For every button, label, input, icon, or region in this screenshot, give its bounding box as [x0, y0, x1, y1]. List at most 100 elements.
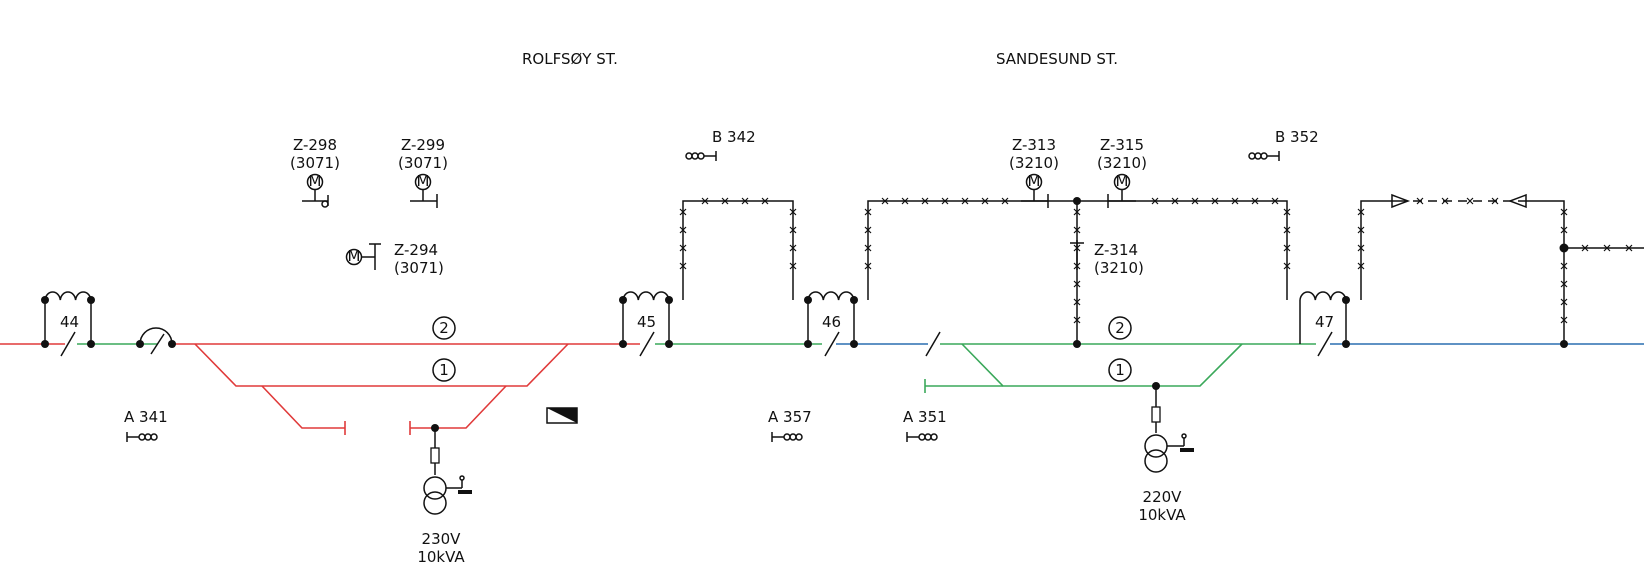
conductor-marker [761, 197, 769, 205]
rolfsoy-track-1 [194, 343, 569, 387]
track-number-label: 2 [1115, 319, 1125, 337]
conductor-marker [679, 208, 687, 216]
switch-code: (3210) [1097, 154, 1147, 172]
disconnector-icon [1107, 190, 1136, 208]
conductor-marker [1283, 226, 1291, 234]
booster-symbol-icon [1248, 151, 1280, 161]
power-transformer-icon [423, 476, 447, 515]
motor-icon: M [414, 172, 432, 191]
conductor-marker [679, 244, 687, 252]
conductor-marker [1625, 244, 1633, 252]
fuse-icon [1151, 406, 1161, 423]
track-number-rolfsoy-2: 2 [432, 316, 456, 340]
switch-z314[interactable]: Z-314 (3210) [1070, 240, 1144, 277]
conductor-marker [1211, 197, 1219, 205]
track-number-sandesund-2: 2 [1108, 316, 1132, 340]
feeder-end-icon [1391, 193, 1411, 209]
booster-label: A 357 [768, 408, 812, 426]
booster-transformer-icon [807, 291, 855, 301]
ground-icon [446, 475, 472, 494]
svg-text:M: M [1028, 172, 1041, 190]
booster-transformer-icon [1299, 291, 1347, 301]
conductor-marker [1231, 197, 1239, 205]
conductor-marker [1560, 262, 1568, 270]
switch-z294[interactable]: M Z-294 (3071) [345, 241, 444, 277]
conductor-marker [1357, 226, 1365, 234]
conductor-marker [1357, 244, 1365, 252]
disconnector-icon [410, 190, 438, 208]
svg-text:M: M [309, 172, 322, 190]
conductor-marker [981, 197, 989, 205]
section-47: 47 [1299, 291, 1350, 357]
transformer-voltage: 220V [1143, 488, 1183, 506]
power-transformer-icon [1144, 434, 1168, 473]
section-insulator-icon [925, 331, 941, 357]
conductor-marker [1001, 197, 1009, 205]
motor-icon: M [1025, 172, 1043, 191]
conductor-marker [864, 262, 872, 270]
motor-icon: M [345, 247, 363, 266]
rolfsoy-siding-left [261, 385, 345, 429]
disconnector-icon [1070, 240, 1084, 270]
booster-a341: A 341 [124, 408, 168, 442]
section-44: 44 [41, 291, 95, 357]
transformer-power: 10kVA [417, 548, 465, 566]
switch-z313[interactable]: Z-313 (3210) M [1009, 136, 1059, 208]
switch-name: Z-313 [1012, 136, 1056, 154]
conductor-marker [1416, 197, 1424, 205]
conductor-marker [1560, 244, 1568, 252]
conductor-marker [1441, 197, 1449, 205]
signal-box-icon [546, 407, 578, 424]
transformer-power: 10kVA [1138, 506, 1186, 524]
section-insulator-icon [639, 331, 655, 357]
conductor-marker [921, 197, 929, 205]
booster-symbol-icon [906, 432, 938, 442]
conductor-marker [1283, 208, 1291, 216]
track-number-rolfsoy-1: 1 [432, 358, 456, 382]
conductor-marker [1357, 208, 1365, 216]
switch-z299[interactable]: Z-299 (3071) M [398, 136, 448, 208]
contact-line [0, 343, 1644, 435]
feeder-end-icon [1507, 193, 1527, 209]
transformer-sandesund: 220V 10kVA [1138, 382, 1194, 524]
switch-name: Z-315 [1100, 136, 1144, 154]
conductor-marker [1491, 197, 1499, 205]
conductor-marker [1357, 262, 1365, 270]
conductor-marker [1151, 197, 1159, 205]
conductor-marker [1581, 244, 1589, 252]
disconnector-icon [1021, 190, 1049, 208]
switch-code: (3071) [394, 259, 444, 277]
track-number-label: 1 [439, 361, 449, 379]
conductor-marker [1073, 208, 1081, 216]
conductor-marker [1283, 244, 1291, 252]
conductor-marker [1603, 244, 1611, 252]
sandesund-track-1 [961, 343, 1243, 387]
booster-label: A 341 [124, 408, 168, 426]
booster-a351: A 351 [903, 408, 947, 442]
booster-label: B 342 [712, 128, 756, 146]
conductor-marker [1171, 197, 1179, 205]
booster-symbol-icon [771, 432, 803, 442]
conductor-marker [941, 197, 949, 205]
svg-text:M: M [1116, 172, 1129, 190]
conductor-marker [1560, 226, 1568, 234]
conductor-marker [789, 262, 797, 270]
conductor-marker [1560, 208, 1568, 216]
switch-z315[interactable]: Z-315 (3210) M [1097, 136, 1147, 208]
conductor-marker [789, 244, 797, 252]
track-number-label: 1 [1115, 361, 1125, 379]
conductor-marker [1560, 298, 1568, 306]
disconnector-icon [362, 243, 381, 270]
conductor-marker [1191, 197, 1199, 205]
disconnector-icon [302, 190, 329, 208]
booster-label: B 352 [1275, 128, 1319, 146]
switch-z298[interactable]: Z-298 (3071) M [290, 136, 340, 208]
conductor-marker [679, 262, 687, 270]
switch-code: (3071) [290, 154, 340, 172]
switch-name: Z-314 [1094, 241, 1138, 259]
conductor-marker [1073, 298, 1081, 306]
conductor-marker [1560, 280, 1568, 288]
track-number-label: 2 [439, 319, 449, 337]
booster-symbol-icon [685, 151, 717, 161]
